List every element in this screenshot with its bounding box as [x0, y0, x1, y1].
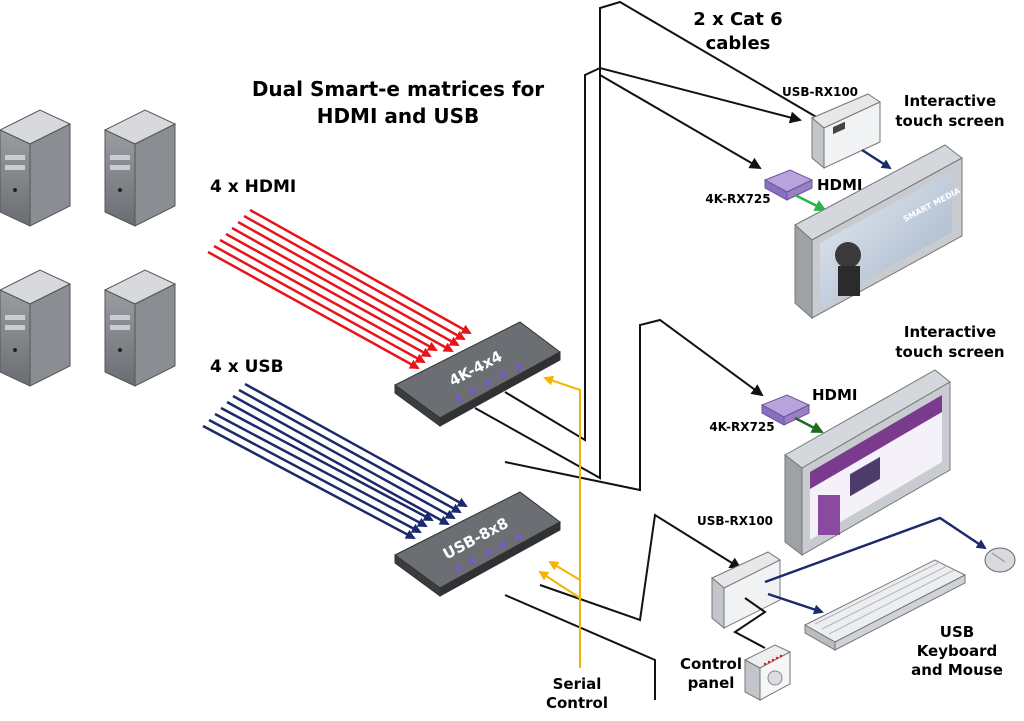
usb-arrow [214, 412, 428, 528]
usb-arrow [208, 418, 422, 534]
bottom-hdmi-label: HDMI [812, 386, 858, 404]
matrix-usb-8x8: USB-8x8 [394, 491, 561, 597]
cat6-cables [474, 0, 819, 700]
hdmi-rx-to-screen-arrow [794, 416, 824, 434]
mouse-icon [984, 547, 1016, 573]
top-usb-rx-label: USB-RX100 [782, 85, 858, 99]
hdmi-arrow [207, 250, 420, 370]
computer-tower-icon [103, 109, 177, 227]
cables-label-line2: cables [706, 33, 771, 54]
usb-arrow [244, 382, 468, 508]
peripherals-label-line1: USB [940, 623, 974, 641]
hdmi-arrow [231, 226, 454, 353]
serial-line-hdmi [543, 375, 581, 668]
keyboard-icon [803, 559, 967, 651]
serial-line-usb [548, 560, 581, 581]
usb-arrow [238, 388, 462, 514]
receiver-icon [760, 394, 811, 426]
hdmi-arrow [225, 232, 438, 352]
cable-top-usb [504, 66, 802, 442]
hdmi-arrow [219, 238, 432, 358]
usb-arrow [220, 406, 434, 522]
cable-top-hdmi [474, 0, 819, 480]
monitor-icon [784, 369, 951, 557]
wallplate-icon [711, 551, 781, 630]
control-panel-label-line2: panel [688, 674, 735, 692]
cables-label-line1: 2 x Cat 6 [693, 9, 782, 30]
usb-signal-arrows [202, 382, 468, 540]
usb-inputs-label: 4 x USB [210, 357, 284, 377]
cable-top-hdmi-branch [599, 74, 762, 170]
cable-bottom-hdmi [504, 318, 764, 492]
top-screen-label-line2: touch screen [895, 112, 1004, 130]
control-panel-cable [733, 597, 767, 649]
usb-arrow [202, 424, 416, 540]
hdmi-arrow [237, 220, 460, 347]
top-hdmi-label: HDMI [817, 176, 863, 194]
wallplate-icon [811, 93, 882, 170]
serial-control-label-line2: Control [546, 694, 608, 712]
diagram-title-line2: HDMI and USB [317, 104, 480, 128]
bottom-screen-label-line2: touch screen [895, 343, 1004, 361]
hdmi-arrow [249, 208, 472, 335]
bottom-usb-rx-label: USB-RX100 [697, 514, 773, 528]
bottom-hdmi-rx-label: 4K-RX725 [709, 420, 774, 434]
hdmi-inputs-label: 4 x HDMI [210, 177, 296, 197]
computer-tower-icon [0, 269, 72, 387]
matrix-4k-4x4: 4K-4x4 [394, 321, 561, 427]
computer-tower-icon [0, 109, 72, 227]
cable-bottom-usb [539, 513, 742, 622]
serial-control-lines [538, 375, 581, 668]
usb-rx-to-keyboard-arrow [767, 592, 824, 615]
control-panel-label-line1: Control [680, 655, 742, 673]
control-panel-icon [743, 644, 792, 701]
monitor-icon: SMART MEDIA [794, 144, 963, 320]
diagram-title-line1: Dual Smart-e matrices for [252, 77, 544, 101]
serial-line-usb2 [538, 570, 581, 599]
usb-rx-to-mouse-arrow [764, 516, 987, 584]
peripherals-label-line3: and Mouse [911, 661, 1003, 679]
bottom-screen-label-line1: Interactive [904, 323, 996, 341]
usb-rx-to-screen-arrow [861, 148, 892, 170]
top-screen-label-line1: Interactive [904, 92, 996, 110]
cable-bottom-usb-2 [504, 594, 656, 700]
serial-control-label-line1: Serial [553, 675, 602, 693]
usb-arrow [226, 400, 450, 526]
computer-tower-icon [103, 269, 177, 387]
hdmi-rx-to-screen-arrow [794, 193, 827, 212]
top-hdmi-rx-label: 4K-RX725 [705, 192, 770, 206]
hdmi-arrow [213, 244, 426, 364]
hdmi-signal-arrows [207, 208, 472, 370]
receiver-icon [763, 169, 814, 201]
usb-arrow [232, 394, 456, 520]
peripherals-label-line2: Keyboard [917, 642, 998, 660]
hdmi-arrow [243, 214, 466, 341]
